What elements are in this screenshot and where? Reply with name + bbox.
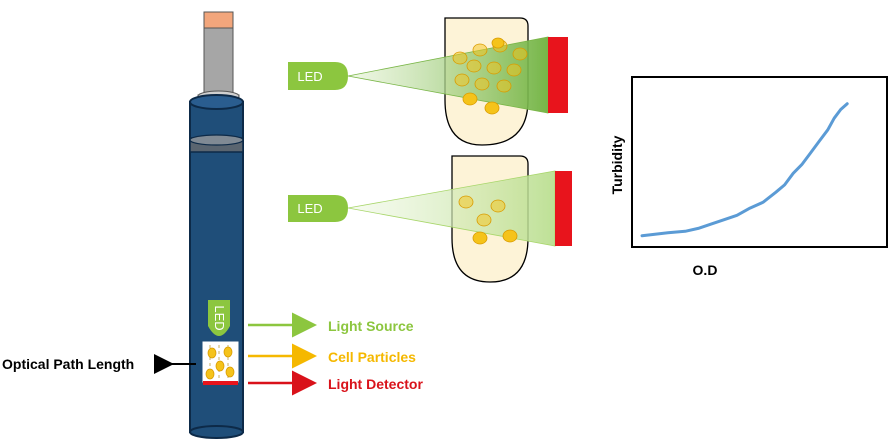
probe-body-top (189, 94, 244, 110)
chart-series-line (640, 102, 849, 238)
chart-xlabel: O.D (693, 262, 718, 278)
legend-label-cell-particles: Cell Particles (328, 349, 416, 365)
led-top (288, 62, 348, 90)
probe-cap-tip (203, 11, 234, 29)
probe-led (208, 300, 230, 336)
optical-path-label: Optical Path Length (2, 356, 134, 372)
probe-detector (203, 381, 238, 385)
chart-ylabel: Turbidity (609, 135, 625, 194)
particles-top (452, 37, 528, 115)
legend-label-light-source: Light Source (328, 318, 414, 334)
legend-label-light-detector: Light Detector (328, 376, 423, 392)
probe-cap (203, 27, 234, 99)
probe-band-top (189, 134, 244, 146)
chart-frame (631, 76, 888, 248)
led-bottom (288, 195, 348, 222)
setup-low-density: LED (288, 155, 572, 283)
probe: LED (189, 11, 244, 439)
probe-body-bottom (189, 425, 244, 439)
sample-window-particles (205, 346, 235, 380)
detector-top (548, 37, 568, 113)
detector-bottom (555, 171, 572, 246)
probe-led-label: LED (212, 305, 227, 330)
turbidity-chart: Turbidity O.D (609, 76, 888, 278)
led-top-label: LED (297, 69, 322, 84)
legend: Light Source Cell Particles Light Detect… (248, 312, 423, 396)
setup-high-density: LED (288, 17, 568, 146)
particles-bottom (458, 195, 518, 245)
led-bottom-label: LED (297, 201, 322, 216)
